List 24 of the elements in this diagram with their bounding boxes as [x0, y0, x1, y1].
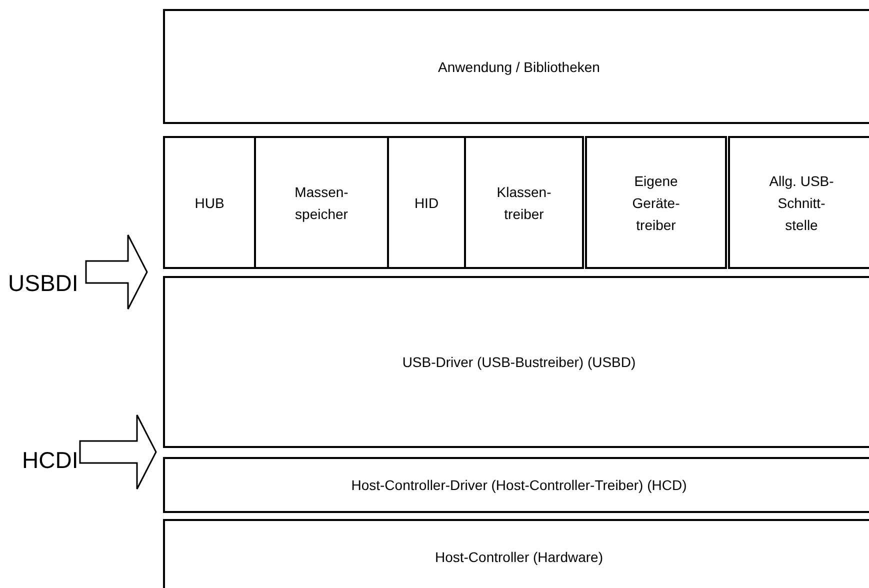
layer-label: Host-Controller-Driver (Host-Controller-Treiber) (HCD): [351, 476, 687, 495]
layer-box: [464, 136, 584, 269]
layer-label: USB-Driver (USB-Bustreiber) (USBD): [402, 353, 636, 372]
layer-box: [163, 136, 256, 269]
layer-box: [163, 519, 869, 588]
layer-box: [585, 136, 727, 269]
layer-box: [728, 136, 869, 269]
layer-label: HID: [414, 194, 439, 212]
interface-arrow: [85, 234, 148, 310]
layer-box: [387, 136, 466, 269]
layer-label: Eigene Geräte- treiber: [631, 172, 681, 234]
interface-label: HCDI: [22, 447, 78, 473]
layer-box: [254, 136, 389, 269]
layer-label: Klassen- treiber: [496, 182, 552, 224]
layer-box: [163, 457, 869, 513]
layer-box: [163, 9, 869, 124]
layer-label: Massen- speicher: [294, 182, 350, 224]
layer-label: HUB: [194, 194, 224, 212]
layer-label: Allg. USB- Schnitt- stelle: [768, 172, 835, 234]
layer-label: Host-Controller (Hardware): [434, 548, 604, 567]
interface-arrow: [79, 414, 157, 490]
layer-label: Anwendung / Bibliotheken: [438, 58, 600, 77]
interface-label: USBDI: [8, 270, 78, 296]
layer-box: [163, 276, 869, 448]
